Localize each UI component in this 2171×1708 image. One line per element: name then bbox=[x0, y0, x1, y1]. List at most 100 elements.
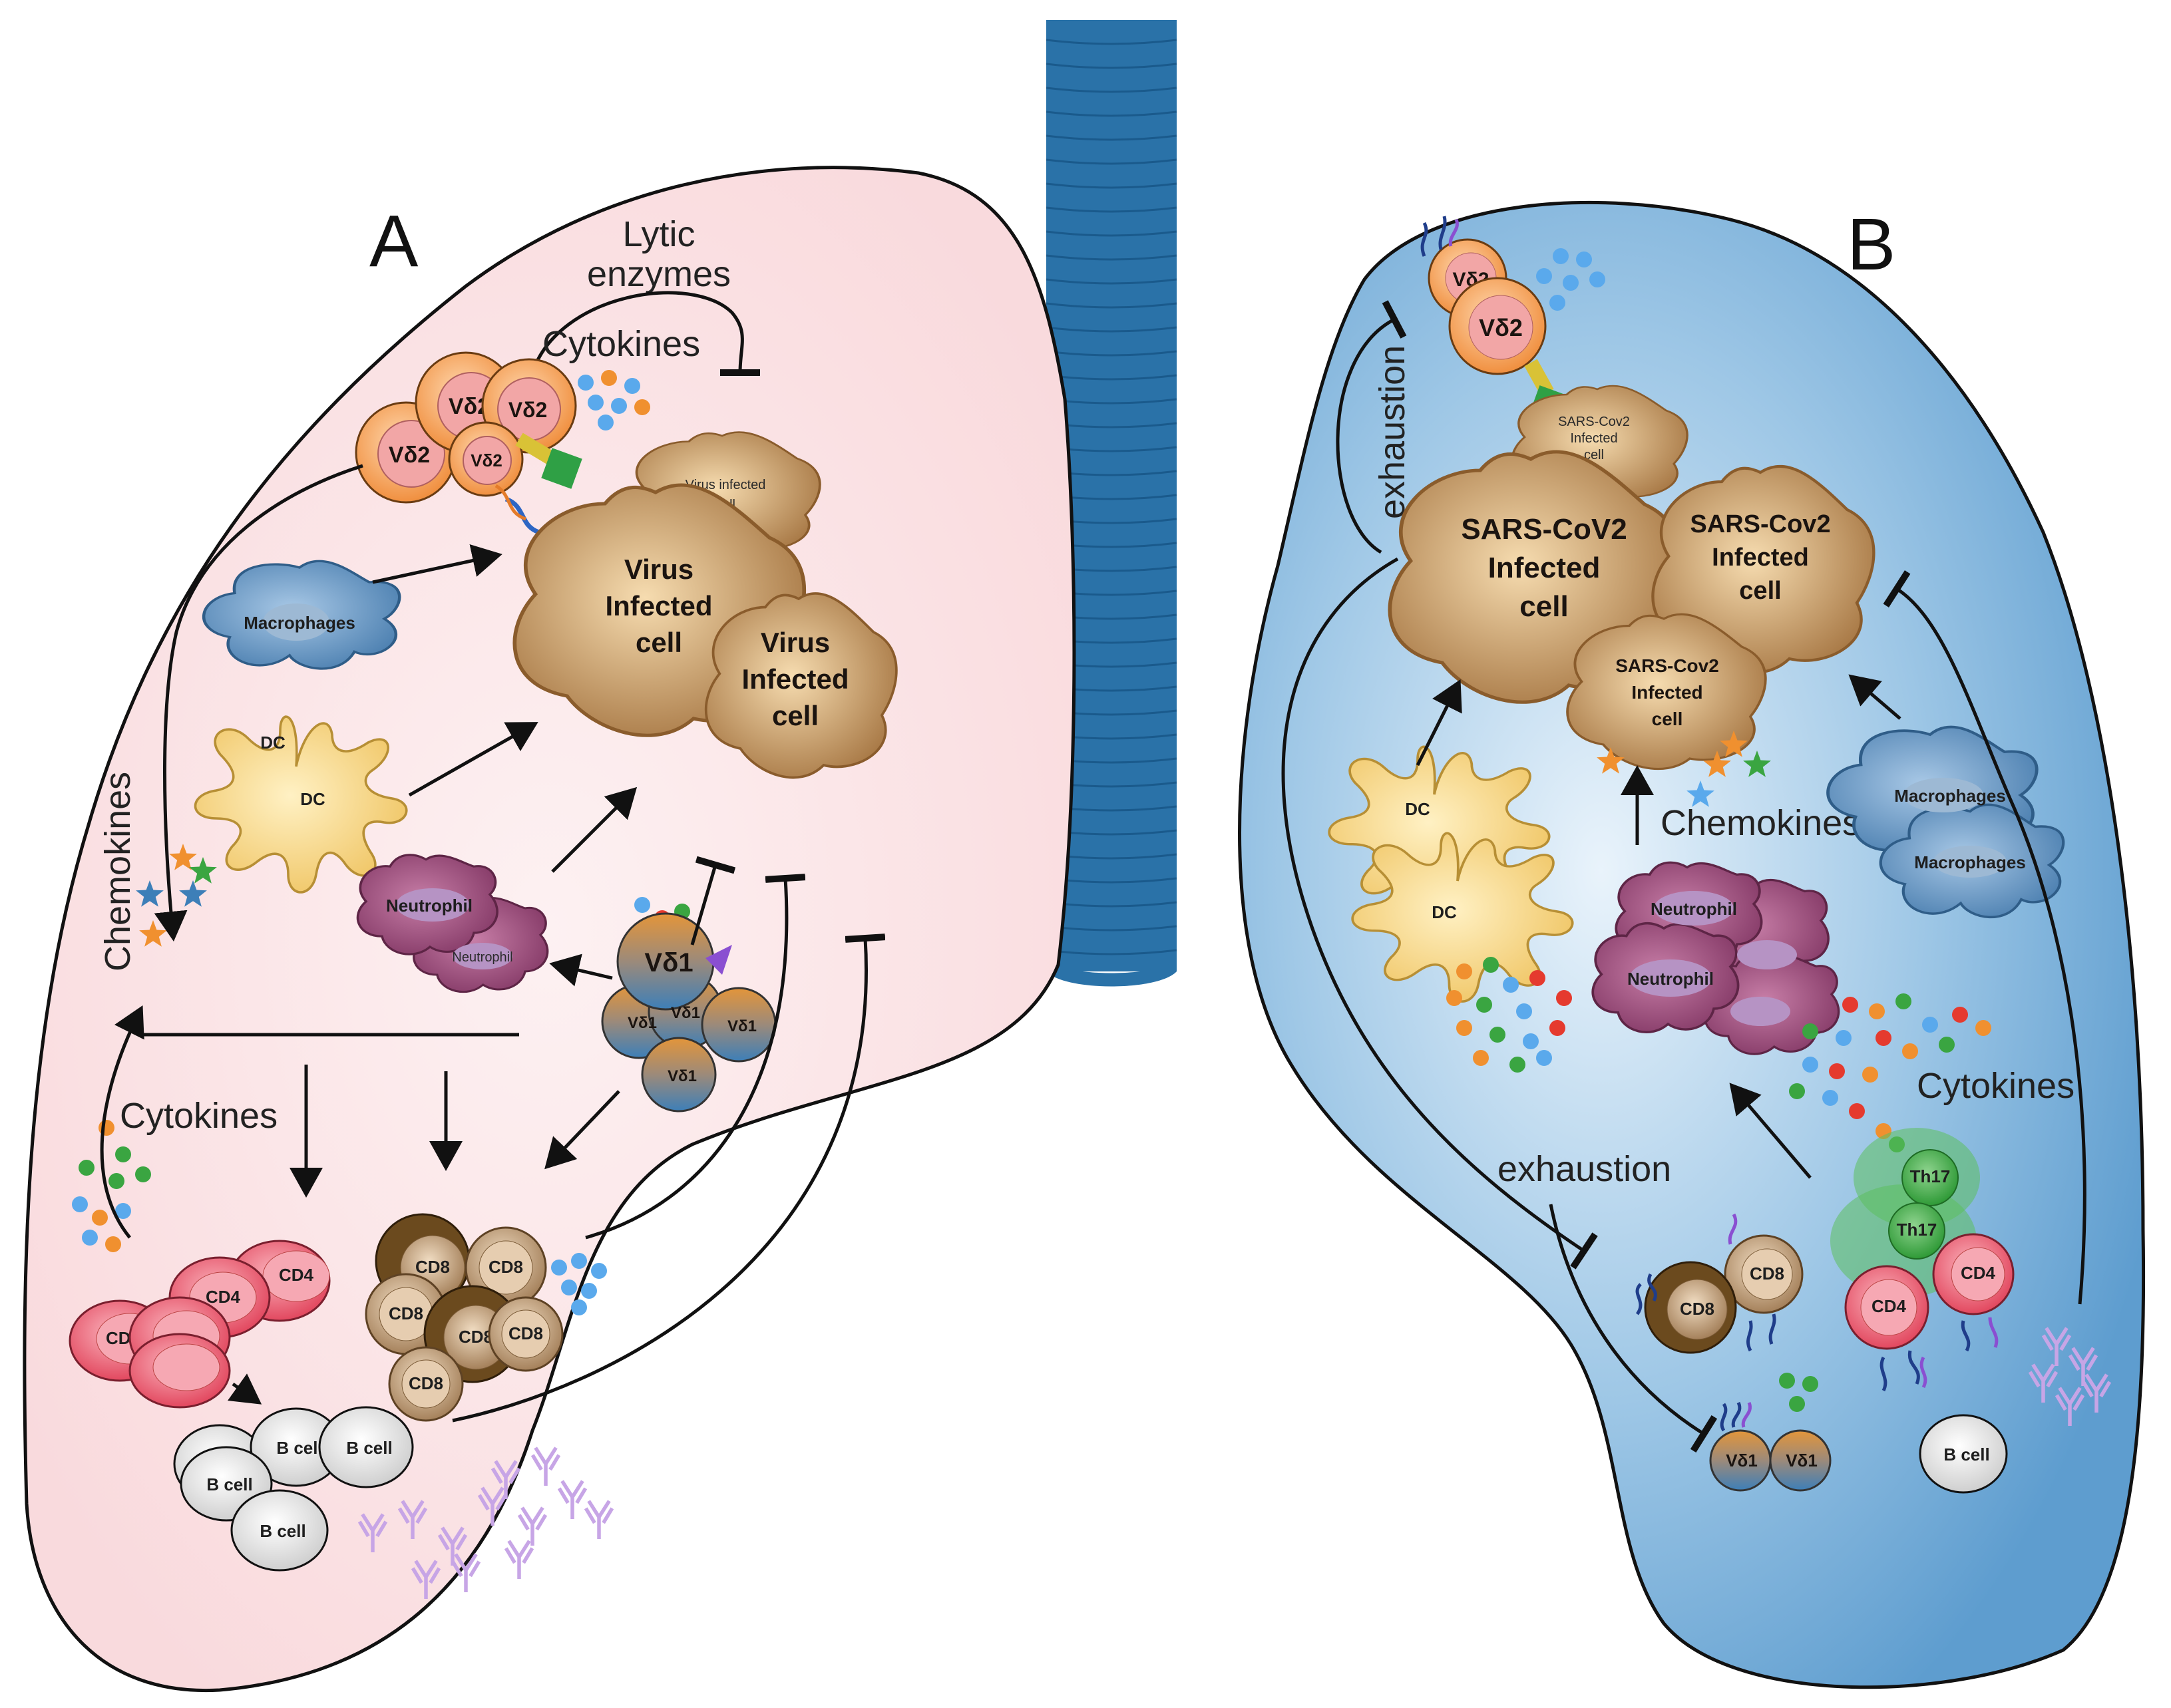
svg-text:CD8: CD8 bbox=[409, 1373, 443, 1393]
antibody bbox=[557, 1480, 588, 1520]
sars-infected-cell-bottom: SARS-Cov2 Infected cell bbox=[1566, 613, 1767, 770]
cytokine-dot bbox=[1536, 1050, 1552, 1066]
svg-text:Vδ2: Vδ2 bbox=[508, 398, 548, 422]
antibody bbox=[2055, 1387, 2085, 1427]
cytokines-bottom-label: Cytokines bbox=[120, 1096, 278, 1136]
svg-text:Vδ2: Vδ2 bbox=[471, 450, 502, 470]
svg-text:Infected: Infected bbox=[605, 590, 712, 621]
macrophages-right: Macrophages Macrophages bbox=[1828, 727, 2064, 918]
sars-infected-cell-main: SARS-CoV2 Infected cell bbox=[1390, 452, 1679, 702]
svg-text:cell: cell bbox=[1739, 577, 1781, 605]
cytokine-dot bbox=[1869, 1003, 1885, 1019]
svg-text:Infected: Infected bbox=[1631, 682, 1702, 703]
cd4-cells-right: CD4 CD4 bbox=[1844, 1233, 2015, 1392]
svg-text:SARS-Cov2: SARS-Cov2 bbox=[1615, 655, 1719, 676]
cytokine-dot bbox=[1446, 990, 1462, 1006]
svg-text:Th17: Th17 bbox=[1910, 1166, 1951, 1186]
lytic-arc bbox=[530, 291, 761, 377]
b-cell-cluster-left: B cell B cell B cell B cell bbox=[173, 1406, 414, 1572]
cytokine-dot bbox=[1489, 1027, 1505, 1043]
antibody bbox=[2081, 1373, 2112, 1413]
b-cell-right: B cell bbox=[1919, 1414, 2008, 1494]
svg-text:DC: DC bbox=[300, 789, 325, 809]
svg-text:CD8: CD8 bbox=[415, 1257, 450, 1277]
cytokine-dot bbox=[1902, 1043, 1918, 1059]
antibody bbox=[437, 1526, 468, 1566]
svg-text:CD4: CD4 bbox=[279, 1265, 314, 1285]
sars-infected-cell-small: SARS-Cov2 Infected cell bbox=[1511, 385, 1688, 505]
svg-text:Vδ1: Vδ1 bbox=[727, 1017, 757, 1035]
cytokine-dots-vd1-right bbox=[1779, 1373, 1818, 1412]
svg-text:Infected: Infected bbox=[1570, 431, 1617, 446]
cytokine-dot bbox=[1895, 993, 1911, 1009]
cytokine-dot bbox=[1975, 1020, 1991, 1036]
right-arrows bbox=[1281, 557, 2086, 1453]
exhaustion-top-arc bbox=[1336, 300, 1407, 554]
cytokine-dot bbox=[1862, 1067, 1878, 1083]
cytokine-dots-right-top bbox=[1536, 248, 1605, 311]
virus-infected-cell-second: Virus Infected cell bbox=[704, 592, 898, 779]
svg-text:DC: DC bbox=[1432, 902, 1457, 922]
svg-text:cell: cell bbox=[1519, 590, 1568, 623]
cytokine-dot bbox=[1952, 1007, 1968, 1023]
cytokines-top-label: Cytokines bbox=[542, 324, 700, 364]
svg-text:Neutrophil: Neutrophil bbox=[1627, 969, 1714, 989]
chemokine-star bbox=[1703, 751, 1731, 777]
svg-text:CD4: CD4 bbox=[1961, 1263, 1996, 1283]
macrophage-left: Macrophages bbox=[204, 561, 399, 669]
cytokine-dot bbox=[1529, 970, 1545, 986]
cytokine-dot bbox=[1849, 1103, 1865, 1119]
antibody bbox=[2041, 1327, 2072, 1367]
dendritic-cell-left: DC DC bbox=[194, 715, 408, 894]
antibody bbox=[451, 1553, 481, 1593]
antibodies-right bbox=[2028, 1327, 2112, 1427]
chemokine-star bbox=[1597, 747, 1625, 774]
svg-text:Macrophages: Macrophages bbox=[1894, 786, 2006, 806]
chemokine-stars-left bbox=[136, 844, 217, 947]
svg-text:Neutrophil: Neutrophil bbox=[386, 896, 473, 916]
svg-text:cell: cell bbox=[772, 700, 819, 731]
antibody bbox=[2068, 1347, 2098, 1387]
svg-text:Neutrophil: Neutrophil bbox=[452, 950, 512, 965]
cytokine-dots-top bbox=[578, 370, 650, 430]
svg-text:CD8: CD8 bbox=[1680, 1299, 1714, 1319]
cd4-cluster-left: CD4 CD4 CD4 bbox=[69, 1240, 331, 1409]
cytokine-dot bbox=[1802, 1023, 1818, 1039]
antibody bbox=[397, 1500, 428, 1540]
chemokine-star bbox=[1686, 780, 1714, 807]
svg-text:B cell: B cell bbox=[276, 1438, 322, 1458]
cytokine-dot bbox=[1516, 1003, 1532, 1019]
svg-text:Vδ1: Vδ1 bbox=[668, 1067, 697, 1085]
svg-text:B cell: B cell bbox=[346, 1438, 392, 1458]
svg-text:SARS-Cov2: SARS-Cov2 bbox=[1558, 415, 1630, 429]
vd1-cells-right: Vδ1 Vδ1 bbox=[1709, 1373, 1832, 1492]
svg-text:Vδ1: Vδ1 bbox=[1786, 1451, 1818, 1470]
exhaustion-top-label: exhaustion bbox=[1372, 345, 1412, 519]
antibody bbox=[2028, 1363, 2059, 1403]
svg-text:cell: cell bbox=[1584, 448, 1604, 462]
chemokine-star bbox=[1743, 751, 1771, 777]
svg-text:Infected: Infected bbox=[1488, 552, 1601, 584]
svg-text:DC: DC bbox=[1405, 799, 1430, 819]
svg-text:SARS-Cov2: SARS-Cov2 bbox=[1690, 510, 1830, 538]
svg-text:Vδ1: Vδ1 bbox=[644, 948, 693, 977]
antibody bbox=[584, 1500, 614, 1540]
cytokine-dot bbox=[1822, 1090, 1838, 1106]
svg-text:cell: cell bbox=[636, 627, 682, 658]
svg-text:Infected: Infected bbox=[741, 663, 849, 695]
svg-text:Th17: Th17 bbox=[1897, 1220, 1937, 1240]
svg-text:CD4: CD4 bbox=[206, 1287, 241, 1307]
svg-text:Neutrophil: Neutrophil bbox=[1651, 899, 1737, 919]
cd8-cluster-left: CD8 CD8 CD8 CD8 CD8 CD8 bbox=[365, 1213, 564, 1422]
svg-text:B cell: B cell bbox=[206, 1474, 252, 1494]
exhaustion-mid-label: exhaustion bbox=[1497, 1149, 1671, 1189]
antibody bbox=[517, 1506, 548, 1546]
cytokine-dot bbox=[1523, 1033, 1539, 1049]
chemokine-star bbox=[169, 844, 197, 870]
cytokine-dot bbox=[1483, 957, 1499, 973]
cytokine-dots-right-mid bbox=[1446, 957, 1991, 1152]
virus-infected-cell-main: Virus Infected cell bbox=[514, 485, 804, 735]
cytokine-dot bbox=[1549, 1020, 1565, 1036]
svg-text:CD8: CD8 bbox=[389, 1303, 423, 1323]
